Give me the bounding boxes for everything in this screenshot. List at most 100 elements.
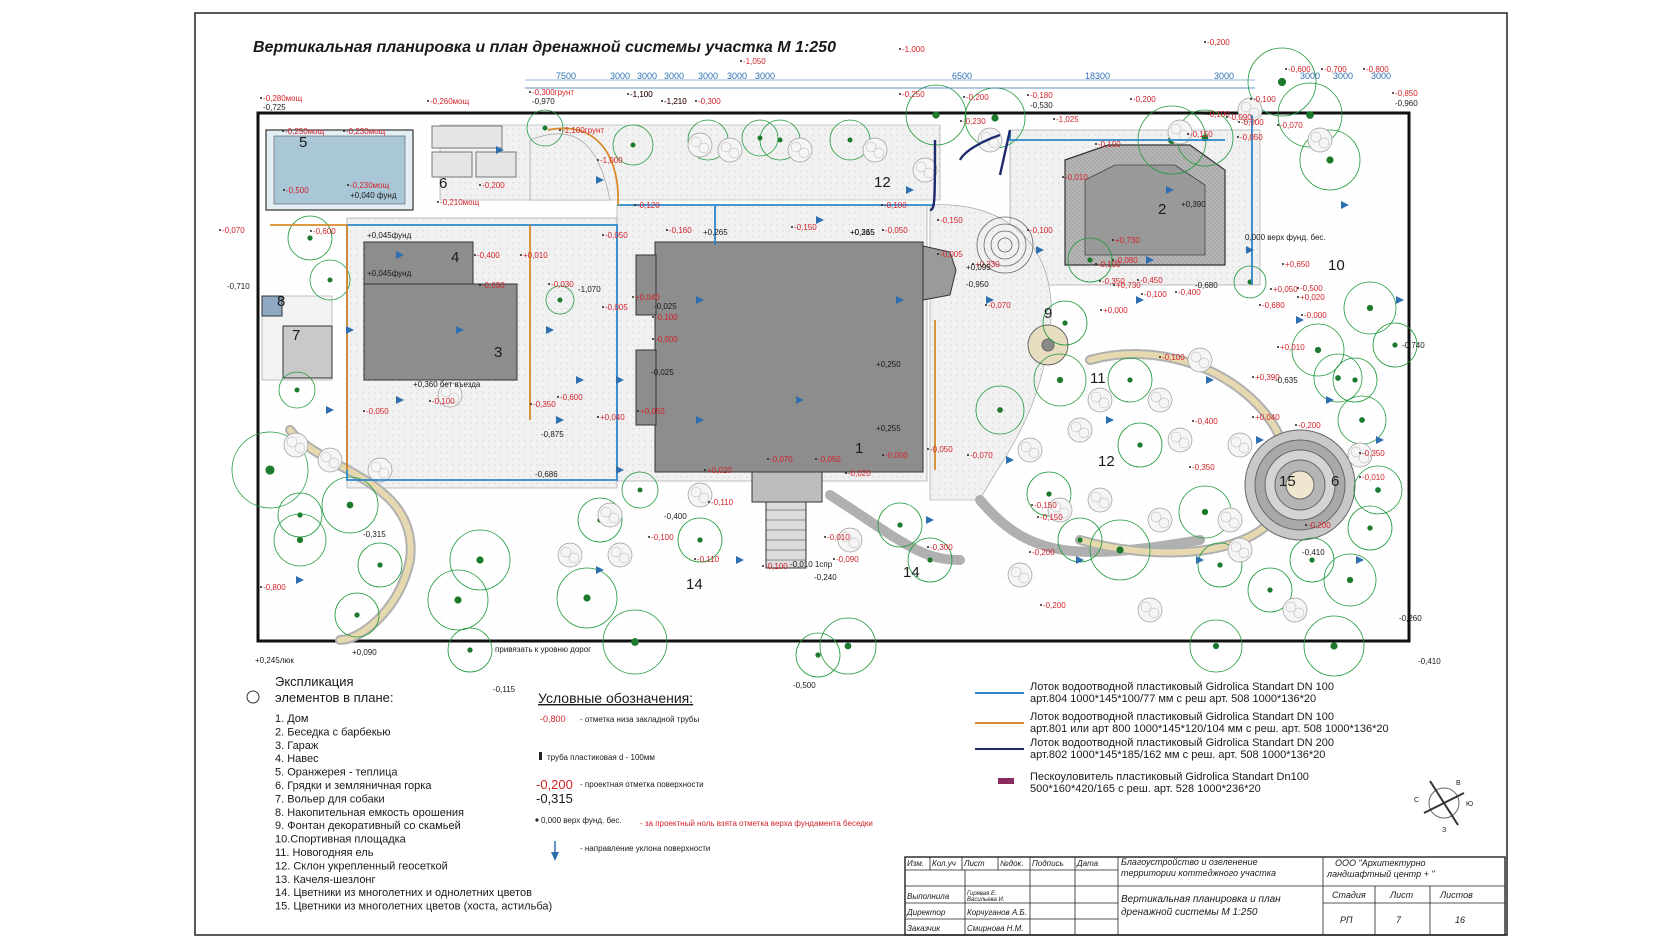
legend-value-1: -0,800 xyxy=(540,714,566,724)
elevation-mark-design: -0,700 xyxy=(1324,65,1347,74)
tree-icon xyxy=(877,502,923,548)
explication-title-1: Экспликация xyxy=(275,674,354,689)
elevation-mark-design: -0,100 xyxy=(655,313,678,322)
shrub-icon xyxy=(837,527,863,553)
elevation-mark-design: -0,210мощ xyxy=(440,198,480,207)
zone-label-11: 11 xyxy=(1090,370,1106,387)
elevation-mark-design: -0,070 xyxy=(970,451,993,460)
elevation-mark-design: -1,210 xyxy=(664,97,687,106)
elevation-mark-design: -0,400 xyxy=(477,251,500,260)
slope-arrow-icon xyxy=(986,296,994,304)
tree-icon xyxy=(231,431,309,509)
explication-item: 7. Вольер для собаки xyxy=(275,793,385,805)
elevation-mark-design: -0,600 xyxy=(560,393,583,402)
tree-icon xyxy=(1332,357,1378,403)
elevation-mark-design: -0,110 xyxy=(697,555,720,564)
elevation-mark-design: -0,090 xyxy=(836,555,859,564)
elevation-mark-design: +0,050 xyxy=(640,407,665,416)
elevation-mark-existing: -0,725 xyxy=(263,103,286,112)
zone-label-10: 10 xyxy=(1328,257,1345,274)
tree-icon xyxy=(612,124,654,166)
elevation-mark-existing: +0,045фунд xyxy=(367,231,412,240)
slope-arrow-icon xyxy=(616,376,624,384)
elevation-mark-existing: +0,095 xyxy=(966,263,991,272)
elevation-mark-design: -0,600 xyxy=(313,227,336,236)
elevation-mark-design: -0,080 xyxy=(1115,256,1138,265)
drain-legend-line2: арт.802 1000*145*185/162 мм с реш. арт. … xyxy=(1030,749,1325,761)
elevation-mark-design: -0,150 xyxy=(1040,513,1063,522)
elevation-mark-design: -0,230мощ xyxy=(346,127,386,136)
slope-arrow-icon xyxy=(496,146,504,154)
explication-item: 13. Качеля-шезлонг xyxy=(275,874,376,886)
elevation-mark-existing: -0,410 xyxy=(1302,548,1325,557)
zone-label-4: 4 xyxy=(451,249,459,266)
elevation-mark-design: -0,850 xyxy=(1395,89,1418,98)
elevation-mark-design: -0,100 xyxy=(1207,110,1230,119)
slope-arrow-icon xyxy=(596,566,604,574)
tree-icon xyxy=(309,259,351,301)
elevation-mark-design: -0,680 xyxy=(1262,301,1285,310)
elevation-mark-existing: -1,100 xyxy=(630,90,653,99)
slope-arrow-icon xyxy=(296,576,304,584)
tree-icon xyxy=(677,517,723,563)
elevation-mark-design: -0,350 xyxy=(533,400,556,409)
drain-legend-line2: 500*160*420/165 с реш. арт. 528 1000*236… xyxy=(1030,783,1261,795)
explication-item: 14. Цветники из многолетних и однолетних… xyxy=(275,887,532,899)
elevation-mark-existing: -0,970 xyxy=(532,97,555,106)
shrub-icon xyxy=(607,542,633,568)
tree-icon xyxy=(334,592,380,638)
slope-arrow-icon xyxy=(796,396,804,404)
slope-arrow-icon xyxy=(1076,556,1084,564)
shrub-icon xyxy=(1007,562,1033,588)
tree-icon xyxy=(1247,567,1293,613)
elevation-mark-design: +0,020 xyxy=(1300,293,1325,302)
tree-icon xyxy=(1343,281,1397,335)
elevation-mark-design: +0,020 xyxy=(707,466,732,475)
shrub-icon xyxy=(1167,427,1193,453)
explication: Экспликация элементов в плане: 1. Дом2. … xyxy=(246,674,552,913)
tree-icon xyxy=(1117,422,1163,468)
elevation-mark-existing: +0,250 xyxy=(876,360,901,369)
shrub-icon xyxy=(687,132,713,158)
elevation-mark-design: -0,070 xyxy=(222,226,245,235)
shrub-icon xyxy=(1017,437,1043,463)
elevation-mark-existing: +0,315 xyxy=(850,228,875,237)
tree-icon xyxy=(1353,465,1403,515)
elevation-mark-existing: -0,260 xyxy=(1399,614,1422,623)
shrub-icon xyxy=(1137,597,1163,623)
shrub-icon xyxy=(1187,347,1213,373)
elevation-mark-design: -0,000 xyxy=(1241,118,1264,127)
explication-item: 9. Фонтан декоративный со скамьей xyxy=(275,820,461,832)
tree-icon xyxy=(621,471,659,509)
elevation-mark-existing: -0,635 xyxy=(1275,376,1298,385)
elevation-mark-design: -0,070 xyxy=(770,455,793,464)
zone-label-6: 6 xyxy=(439,175,447,192)
elevation-mark-existing: -0,960 xyxy=(1395,99,1418,108)
slope-arrow-icon xyxy=(1206,376,1214,384)
elevation-mark-existing: -0,400 xyxy=(664,512,687,521)
stamp-role: Директор xyxy=(906,908,946,917)
buildings xyxy=(261,125,1226,473)
slope-arrow-icon xyxy=(1106,416,1114,424)
slope-arrow-icon xyxy=(1256,436,1264,444)
elevation-mark-design: -0,280мощ xyxy=(263,94,303,103)
stamp-header-cell: Кол.уч xyxy=(932,859,956,868)
elevation-mark-design: +0,730 xyxy=(1115,236,1140,245)
elevation-mark-design: -0,090 xyxy=(1229,113,1252,122)
tree-icon xyxy=(1299,129,1361,191)
slope-arrow-icon xyxy=(696,296,704,304)
elevation-mark-design: -0,600 xyxy=(1288,65,1311,74)
elevation-mark-design: -0,260мощ xyxy=(430,97,470,106)
elevation-mark-design: -1,100 xyxy=(630,90,653,99)
elevation-mark-design: -0,150 xyxy=(1034,501,1057,510)
house-bay xyxy=(922,245,957,301)
garage-3 xyxy=(363,283,518,381)
elevation-mark-design: -0,180 xyxy=(1030,91,1053,100)
elevation-mark-existing: +0,390 xyxy=(1181,200,1206,209)
elevation-mark-design: -0,010 xyxy=(1362,473,1385,482)
round-features xyxy=(976,216,1356,541)
dimension-label: 3000 xyxy=(727,71,747,81)
elevation-mark-existing: +0,045фунд xyxy=(367,269,412,278)
elevation-mark-design: -0,150 xyxy=(794,223,817,232)
